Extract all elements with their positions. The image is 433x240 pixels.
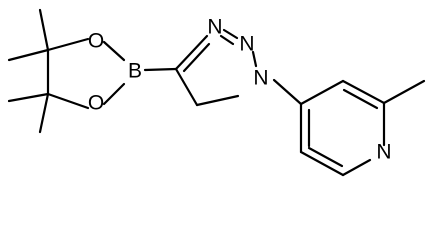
bond-pyr-n-c6 (341, 158, 372, 177)
bond-triazole-c4-n3-double (182, 42, 211, 73)
atom-oxygen-upper: O (88, 30, 104, 53)
atom-oxygen-lower: O (88, 92, 104, 115)
bond-pyr-c6-c5-double (307, 146, 344, 168)
bond-methyl-upper-top (38, 8, 50, 52)
bond-triazole-c5-n1 (195, 94, 240, 107)
bond-c5-o2 (46, 92, 90, 110)
bond-methyl-upper-left (7, 48, 50, 62)
bond-pyr-c6-c5 (299, 150, 345, 177)
bond-methyl-lower-left (7, 92, 50, 103)
bond-pyr-c4-c3 (299, 79, 345, 106)
atom-pyridine-n: N (376, 141, 391, 164)
bond-pyr-c3-c2-double (342, 88, 379, 110)
bond-triazole-c4-c5 (174, 67, 199, 107)
bond-methyl-lower-bottom (38, 92, 50, 134)
bond-pyr-c3-c2 (341, 79, 386, 105)
bond-b-c4-triazole (143, 67, 178, 72)
bond-n1-pyridine (272, 78, 303, 106)
bond-triazole-c4-n3 (174, 34, 209, 71)
bond-o1-b (102, 40, 126, 62)
atom-boron: B (128, 60, 142, 83)
bond-triazole-n3-n2-double (219, 34, 235, 46)
bond-triazole-n3-n2 (222, 28, 239, 40)
bond-o2-b (102, 82, 126, 106)
bond-c4-o1 (46, 37, 90, 52)
atom-triazole-n3: N (207, 16, 222, 39)
bond-pyr-methyl (382, 79, 426, 105)
atom-triazole-n1: N (253, 67, 268, 90)
bond-triazole-n2-n1 (251, 50, 258, 68)
molecule-structure: O B O N N N N (7, 8, 426, 177)
atom-triazole-n2: N (239, 33, 254, 56)
